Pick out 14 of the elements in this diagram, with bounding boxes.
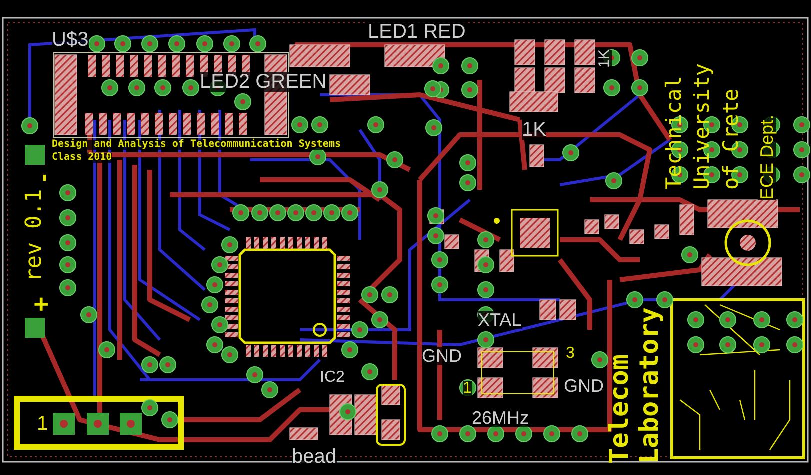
silkscreen-label: XTAL <box>478 311 522 329</box>
silkscreen-label: Design and Analysis of Telecommunication Systems <box>52 140 341 150</box>
silkscreen-label: Technical University of Crete <box>661 62 744 190</box>
silkscreen-label: Telecom Laboratory <box>606 306 666 464</box>
silkscreen-label: U$3 <box>52 30 89 50</box>
silkscreen-label: ECE Dept. <box>758 114 776 200</box>
silkscreen-label: 1K <box>597 50 612 68</box>
silkscreen-label: GND <box>422 347 462 365</box>
silkscreen-label: 26MHz <box>472 409 530 427</box>
silkscreen-label: 1K <box>522 120 546 140</box>
silkscreen-label: GND <box>564 377 604 395</box>
silkscreen-label: Class 2010 <box>52 153 112 163</box>
silkscreen-label: LED2 GREEN <box>200 72 327 92</box>
silkscreen-label: 1 <box>463 381 472 397</box>
